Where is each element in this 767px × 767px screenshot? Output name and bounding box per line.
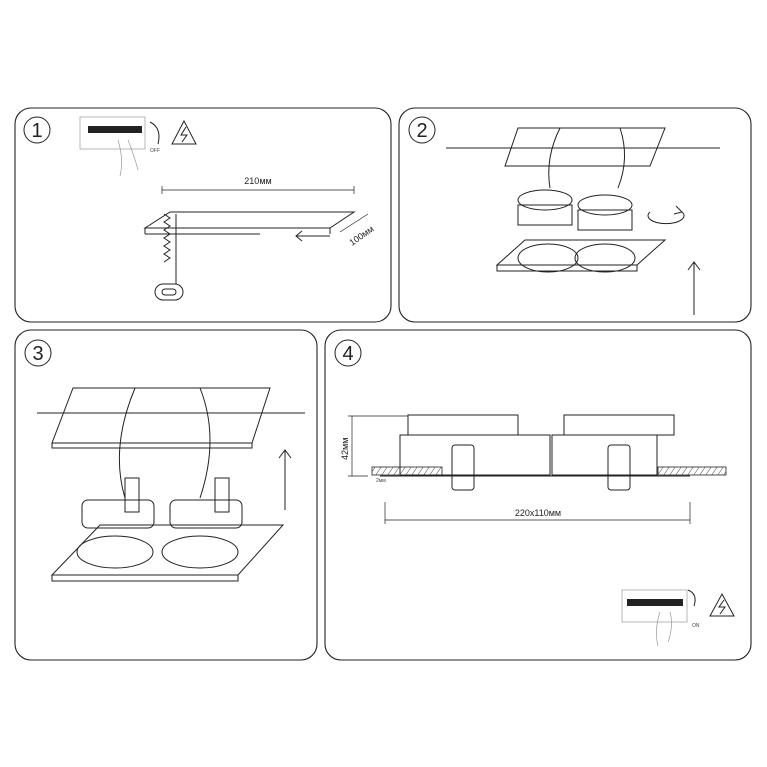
circuit-breaker-icon bbox=[621, 589, 688, 647]
step-number: 2 bbox=[416, 120, 427, 142]
cutout-width-label: 210мм bbox=[244, 176, 271, 186]
step-2-panel: 2 bbox=[398, 107, 752, 323]
high-voltage-warning-icon bbox=[709, 592, 735, 617]
arrow-icon bbox=[295, 230, 330, 242]
step-number-circle bbox=[23, 116, 51, 144]
saw-icon bbox=[154, 213, 184, 301]
spring-clips-drawing bbox=[495, 189, 667, 273]
cables bbox=[548, 127, 625, 189]
switch-arrow-icon bbox=[149, 121, 160, 145]
fixture-side-view bbox=[399, 414, 675, 491]
up-arrow-icon bbox=[687, 261, 701, 315]
rotate-icon bbox=[647, 205, 685, 225]
ceiling-thickness-label: 2мм bbox=[376, 478, 386, 484]
up-arrow-icon bbox=[278, 449, 292, 510]
ceiling-cutout-drawing: 210мм 100мм bbox=[143, 176, 376, 248]
switch-arrow-icon bbox=[687, 589, 696, 607]
size-label: 220x110мм bbox=[515, 508, 561, 518]
step-number: 1 bbox=[31, 120, 42, 142]
step-number: 3 bbox=[32, 343, 43, 365]
height-label: 42мм bbox=[340, 438, 350, 460]
cables bbox=[118, 387, 211, 499]
step-4-panel: 4 42мм 2мм 220x110мм ON bbox=[324, 329, 752, 661]
switch-state-on: ON bbox=[692, 623, 700, 629]
step-number: 4 bbox=[342, 343, 353, 365]
ceiling-section bbox=[371, 466, 443, 476]
switch-state-off: OFF bbox=[150, 148, 160, 154]
step-3-panel: 3 bbox=[14, 329, 318, 661]
high-voltage-warning-icon bbox=[171, 119, 197, 145]
step-1-panel: 1 OFF 210мм 100мм bbox=[14, 107, 392, 323]
circuit-breaker-icon bbox=[79, 116, 146, 177]
fixture-drawing bbox=[50, 477, 285, 582]
ceiling-board bbox=[446, 127, 720, 167]
ceiling-board bbox=[37, 387, 305, 449]
